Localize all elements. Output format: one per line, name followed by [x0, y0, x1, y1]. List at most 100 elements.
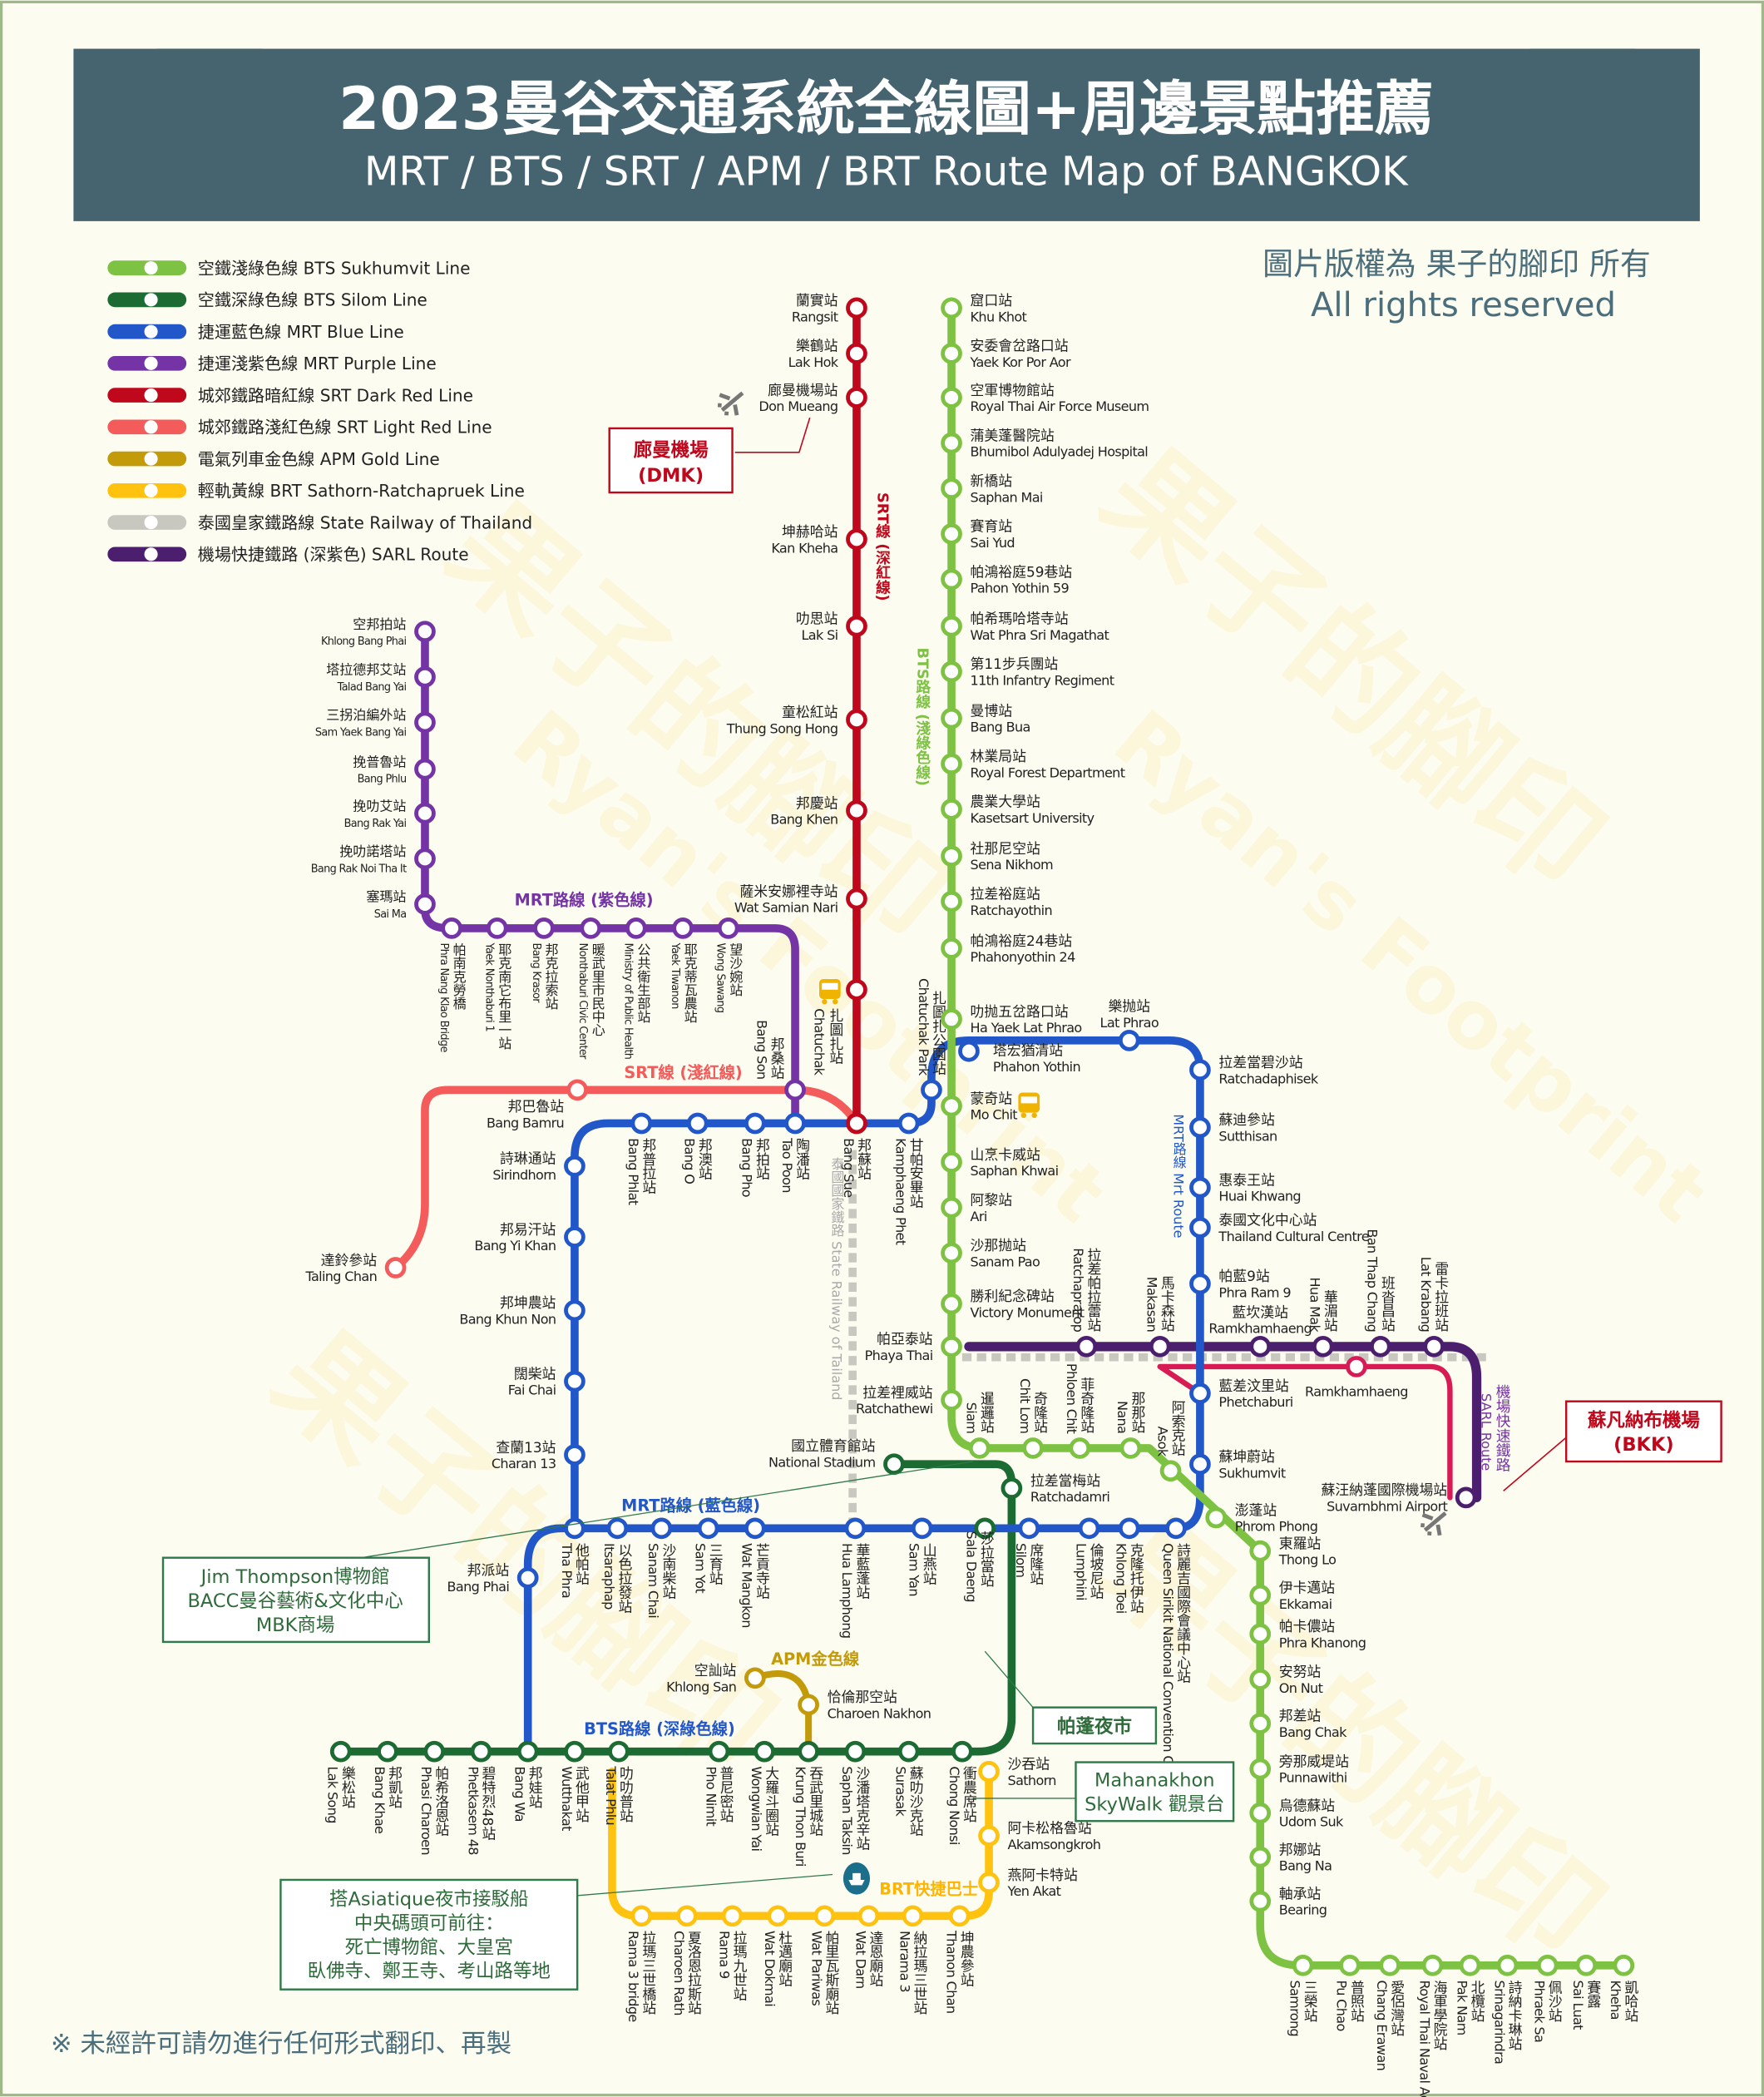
station-marker[interactable] [650, 1517, 673, 1540]
station-marker[interactable] [1496, 1954, 1519, 1976]
station-marker[interactable] [798, 1694, 819, 1716]
station-marker[interactable] [564, 1740, 586, 1763]
station-marker[interactable] [441, 917, 462, 939]
station-marker[interactable] [470, 1740, 492, 1763]
station-marker[interactable] [1205, 1506, 1228, 1529]
station-marker[interactable] [1189, 1116, 1211, 1139]
station-marker[interactable] [1249, 1890, 1272, 1912]
station-marker[interactable] [846, 1112, 867, 1135]
station-marker[interactable] [846, 387, 867, 408]
station-marker[interactable] [697, 1517, 719, 1540]
station-marker[interactable] [516, 1740, 539, 1763]
station-marker[interactable] [1189, 1216, 1211, 1239]
station-marker[interactable] [1118, 1030, 1140, 1051]
station-marker[interactable] [1339, 1954, 1361, 1976]
station-marker[interactable] [630, 1112, 653, 1135]
station-marker[interactable] [1379, 1954, 1401, 1976]
station-marker[interactable] [744, 1667, 766, 1689]
station-marker[interactable] [721, 1905, 744, 1927]
station-marker[interactable] [1078, 1517, 1100, 1540]
station-marker[interactable] [1249, 1623, 1272, 1645]
station-marker[interactable] [948, 1905, 971, 1927]
station-marker[interactable] [846, 343, 867, 364]
station-marker[interactable] [1459, 1954, 1481, 1976]
station-marker[interactable] [1312, 1335, 1334, 1358]
station-marker[interactable] [1001, 1477, 1023, 1499]
station-marker[interactable] [1249, 1584, 1272, 1606]
station-marker[interactable] [1423, 1335, 1445, 1358]
station-marker[interactable] [813, 1905, 836, 1927]
station-marker[interactable] [941, 343, 962, 364]
station-marker[interactable] [897, 1740, 920, 1763]
station-marker[interactable] [941, 477, 962, 500]
station-marker[interactable] [846, 615, 867, 637]
station-marker[interactable] [968, 1437, 991, 1459]
station-marker[interactable] [533, 917, 555, 939]
station-marker[interactable] [978, 1760, 1000, 1783]
station-marker[interactable] [941, 1335, 962, 1358]
station-marker[interactable] [844, 1740, 867, 1763]
station-marker[interactable] [951, 1740, 973, 1763]
station-marker[interactable] [1249, 1758, 1272, 1780]
station-marker[interactable] [767, 1905, 789, 1927]
station-marker[interactable] [1018, 1517, 1040, 1540]
station-marker[interactable] [564, 1299, 586, 1322]
station-marker[interactable] [676, 1905, 698, 1927]
